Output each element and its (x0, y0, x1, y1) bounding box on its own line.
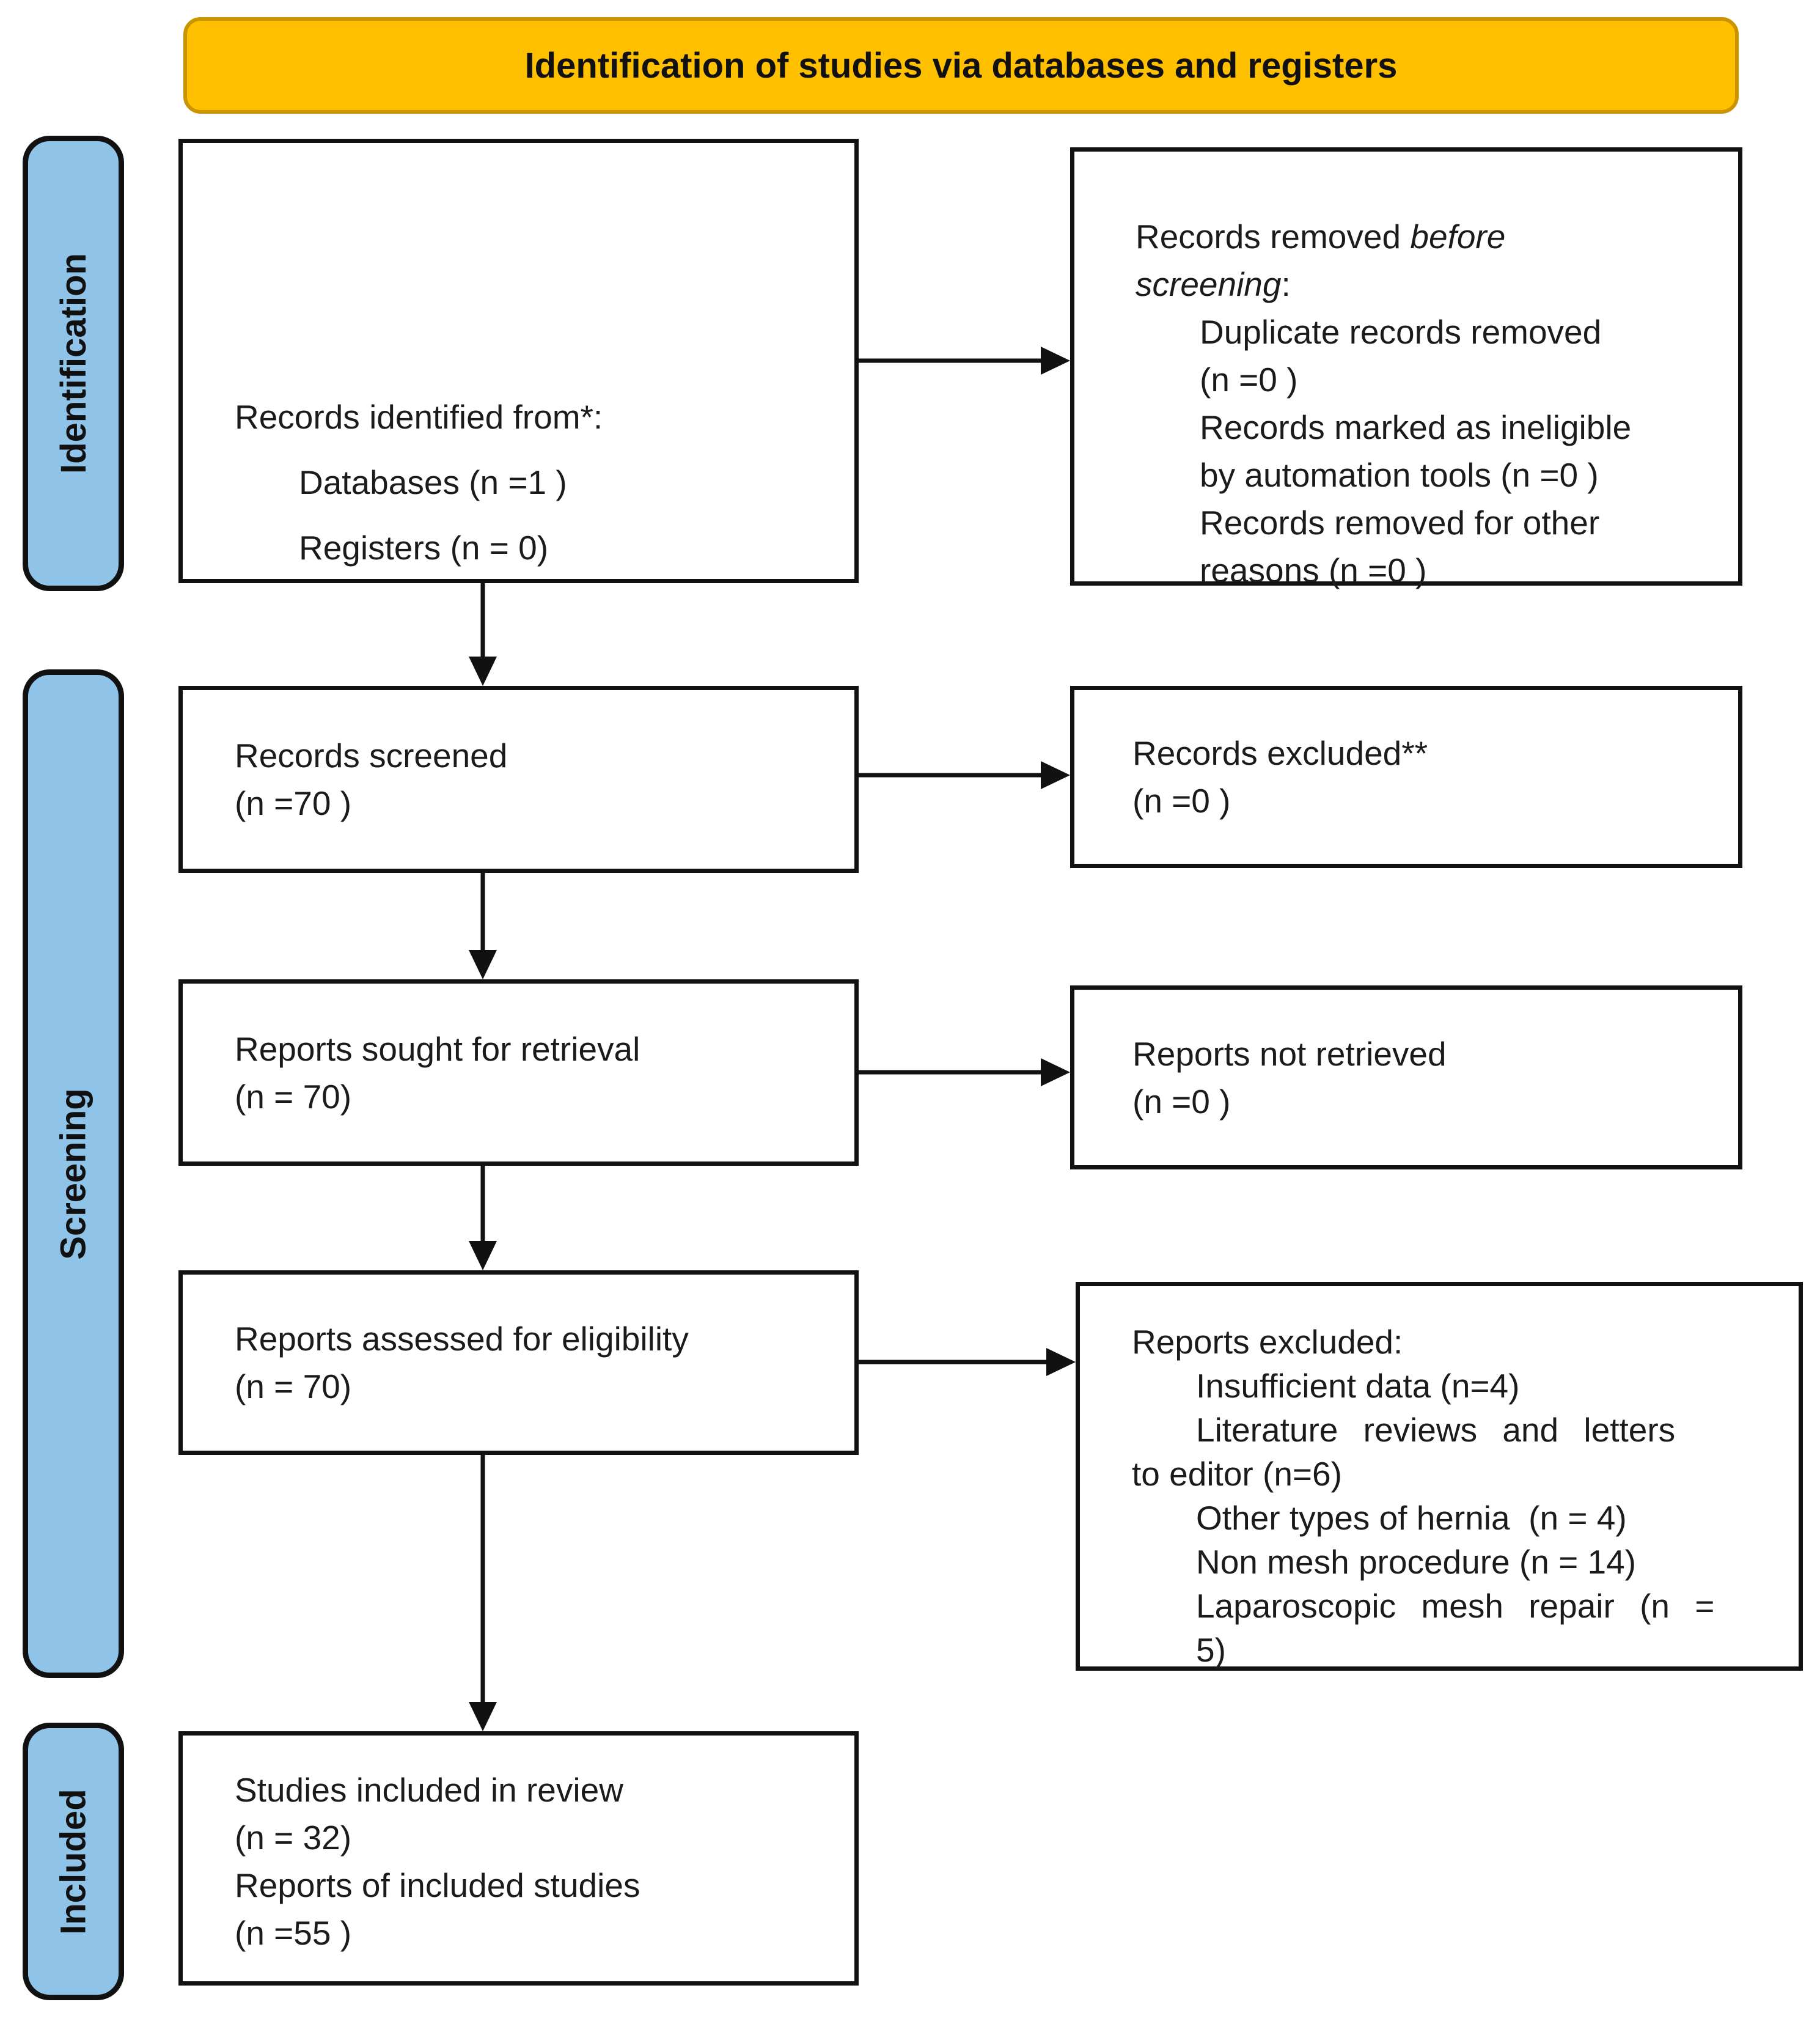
text-line: by automation tools (n =0 ) (1200, 456, 1599, 494)
box-records-excluded: Records excluded** (n =0 ) (1070, 686, 1742, 868)
text-line: (n =0 ) (1132, 1082, 1231, 1121)
box-reports-not-retrieved: Reports not retrieved (n =0 ) (1070, 985, 1742, 1169)
stage-label-identification-text: Identification (53, 253, 94, 474)
arrow-down-icon (469, 657, 497, 686)
arrow-right-icon (1041, 1058, 1070, 1086)
text-line: Reports excluded: (1132, 1323, 1403, 1361)
text-line: (n = 32) (235, 1819, 352, 1857)
stage-label-identification: Identification (23, 136, 124, 591)
arrow-screened-to-sought (469, 873, 497, 979)
text-line: (n =70 ) (235, 784, 352, 822)
arrow-right-icon (1046, 1348, 1076, 1376)
text-line: Studies included in review (235, 1771, 623, 1809)
box-records-screened: Records screened (n =70 ) (178, 686, 859, 873)
text-line: screening: (1136, 265, 1291, 303)
text-line: Literature reviews and letters (1196, 1411, 1676, 1449)
text-line: Registers (n = 0) (299, 529, 549, 567)
arrow-right-icon (1041, 761, 1070, 789)
text-line: Databases (n =1 ) (299, 463, 567, 501)
text-line: Reports sought for retrieval (235, 1029, 640, 1068)
box-records-removed-before-screening: Records removed before screening: Duplicat… (1070, 147, 1742, 589)
text-line: (n =0 ) (1132, 782, 1231, 820)
text-line: Non mesh procedure (n = 14) (1196, 1543, 1636, 1581)
box-records-identified: Records identified from*: Databases (n =1… (178, 139, 859, 583)
box-reports-assessed: Reports assessed for eligibility (n = 70) (178, 1270, 859, 1455)
text-line: (n = 70) (235, 1368, 352, 1405)
text-line: Laparoscopic mesh repair (n = (1196, 1587, 1715, 1625)
arrow-identified-to-removed (859, 347, 1070, 375)
arrow-down-icon (469, 1241, 497, 1270)
arrow-screened-to-excluded (859, 761, 1070, 789)
arrow-down-icon (469, 950, 497, 979)
text-line: Reports assessed for eligibility (235, 1320, 689, 1358)
box-studies-included: Studies included in review (n = 32) Report… (178, 1731, 859, 1986)
text-line: Records removed before (1136, 218, 1506, 256)
arrow-down-icon (469, 1702, 497, 1731)
text-line: (n =55 ) (235, 1914, 352, 1952)
text-line: Records identified from*: (235, 398, 603, 436)
text-line: Reports of included studies (235, 1866, 640, 1904)
text-line: (n =0 ) (1200, 361, 1298, 399)
text-line: (n = 70) (235, 1077, 352, 1116)
stage-label-screening: Screening (23, 669, 124, 1678)
text-line: Duplicate records removed (1200, 313, 1602, 351)
arrow-assessed-to-included (469, 1455, 497, 1731)
text-line: Other types of hernia (n = 4) (1196, 1499, 1627, 1537)
text-line: Reports not retrieved (1132, 1034, 1447, 1073)
box-reports-excluded: Reports excluded: Insufficient data (n=4)… (1076, 1282, 1803, 1671)
text-line: to editor (n=6) (1132, 1455, 1342, 1493)
arrow-right-icon (1041, 347, 1070, 375)
arrow-sought-to-assessed (469, 1166, 497, 1270)
text-line: reasons (n =0 ) (1200, 551, 1427, 589)
arrow-sought-to-not-retrieved (859, 1058, 1070, 1086)
text-line: Records removed for other (1200, 504, 1600, 542)
stage-label-included-text: Included (53, 1788, 94, 1935)
box-reports-sought: Reports sought for retrieval (n = 70) (178, 979, 859, 1166)
stage-label-included: Included (23, 1723, 124, 2000)
text-line: Insufficient data (n=4) (1196, 1367, 1520, 1405)
stage-label-screening-text: Screening (53, 1088, 94, 1260)
header-title: Identification of studies via databases … (524, 45, 1398, 86)
text-line: Records marked as ineligible (1200, 408, 1632, 446)
text-line: Records excluded** (1132, 734, 1428, 772)
text-line: Records screened (235, 737, 508, 775)
header-banner: Identification of studies via databases … (183, 17, 1739, 114)
text-line: 5) (1196, 1631, 1226, 1669)
arrow-identified-to-screened (469, 583, 497, 686)
arrow-assessed-to-reports-excluded (859, 1348, 1076, 1376)
